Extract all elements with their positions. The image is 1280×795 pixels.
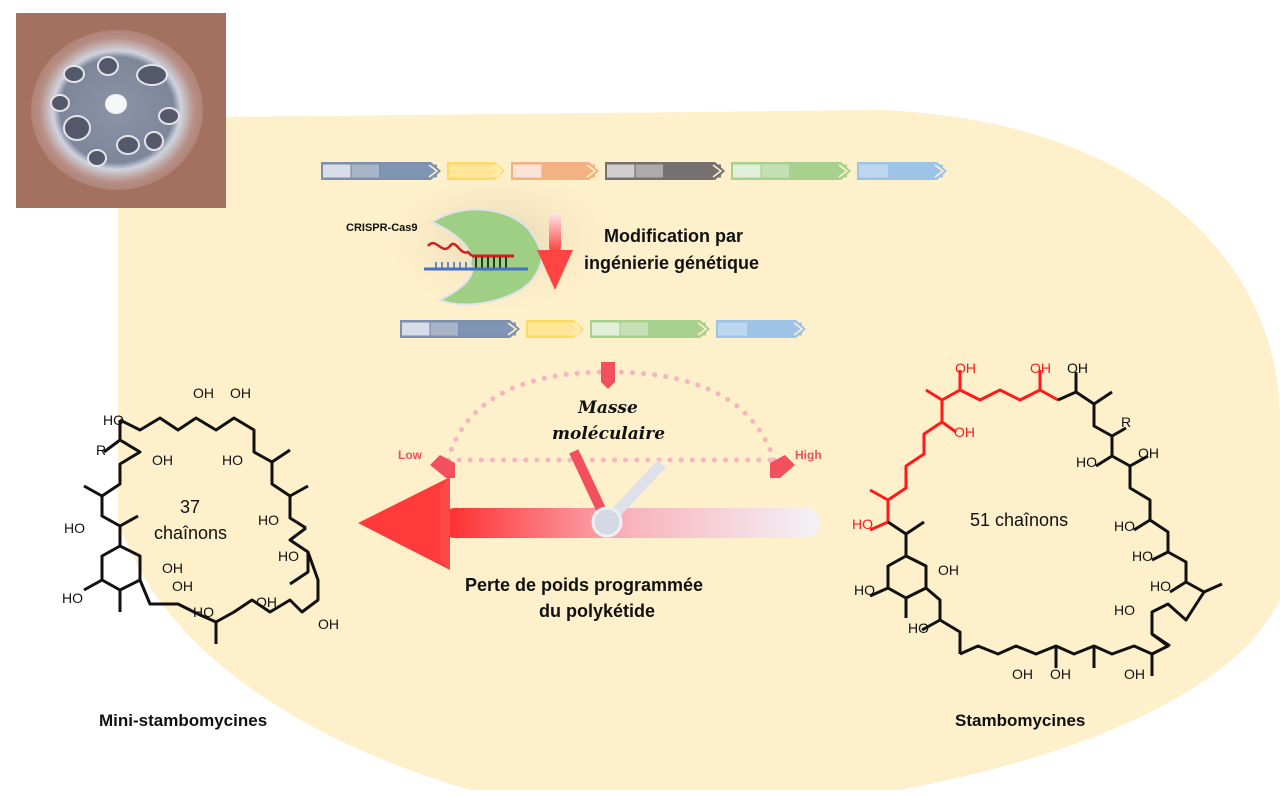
molecular-mass-gauge <box>430 362 795 478</box>
gene-segment <box>790 164 847 178</box>
mini-ring-size-line1: 37 <box>180 497 201 517</box>
gauge-title-line1: Masse <box>578 398 638 418</box>
gene-segment <box>733 164 761 178</box>
mini-ring-size-line2: chaînons <box>154 523 228 543</box>
gene-cluster-original <box>321 162 947 180</box>
mini-atom-label: HO <box>278 548 299 564</box>
mini-atom-label: OH <box>318 616 339 632</box>
gene-segment <box>430 322 459 336</box>
gene-segment <box>718 322 748 336</box>
mini-stambomycine-structure <box>83 416 320 644</box>
mini-atom-label: OH <box>152 452 173 468</box>
weight-loss-line1: Perte de poids programmée <box>465 575 704 595</box>
full-atom-label: HO <box>1132 548 1153 564</box>
full-red-atom-label: OH <box>955 360 976 376</box>
mini-atom-label: OH <box>256 594 277 610</box>
gene-segment <box>449 164 501 178</box>
gene-segment <box>592 322 620 336</box>
modification-line2: ingénierie génétique <box>584 253 760 273</box>
crispr-label: CRISPR-Cas9 <box>346 222 418 234</box>
gene-segment <box>380 164 437 178</box>
gene-arrow-light-blue <box>857 162 947 180</box>
full-atom-label: OH <box>1050 666 1071 682</box>
dna-strand-icon <box>424 262 528 271</box>
full-atom-label: OH <box>1012 666 1033 682</box>
gene-segment <box>748 322 802 336</box>
full-atom-label: HO <box>854 582 875 598</box>
gene-arrow-blue-gray <box>400 320 520 338</box>
full-atom-label: HO <box>908 620 929 636</box>
gene-segment <box>664 164 721 178</box>
mini-atom-label: HO <box>62 590 83 606</box>
mini-atom-label: R <box>96 442 107 458</box>
gauge-low-label: Low <box>398 448 422 462</box>
mini-atom-label: HO <box>222 452 243 468</box>
gene-segment <box>402 322 430 336</box>
gene-segment <box>607 164 635 178</box>
gene-segment <box>859 164 889 178</box>
gauge-high-label: High <box>795 448 822 462</box>
gauge-top-marker <box>601 362 615 389</box>
gene-segment <box>635 164 664 178</box>
gene-arrow-green <box>590 320 710 338</box>
gene-arrow-yellow <box>526 320 584 338</box>
gene-segment <box>528 322 580 336</box>
gene-arrow-blue-gray <box>321 162 441 180</box>
full-atom-label: OH <box>1067 360 1088 376</box>
mini-atom-label: OH <box>172 578 193 594</box>
mini-atom-label: HO <box>103 412 124 428</box>
full-red-atom-label: OH <box>954 424 975 440</box>
full-red-atom-label: OH <box>1030 360 1051 376</box>
micrograph-photo <box>16 13 226 208</box>
gauge-pivot <box>591 506 623 538</box>
mini-atom-label: OH <box>193 385 214 401</box>
gene-segment <box>761 164 790 178</box>
gene-segment <box>889 164 943 178</box>
gene-segment <box>513 164 542 178</box>
stambomycines-title: Stambomycines <box>955 711 1086 730</box>
full-atom-label: OH <box>1138 445 1159 461</box>
stambomycine-structure <box>869 370 1223 676</box>
gene-segment <box>542 164 595 178</box>
down-arrow-icon <box>537 213 573 290</box>
gene-segment <box>459 322 516 336</box>
mini-stambomycines-title: Mini-stambomycines <box>99 711 268 730</box>
gene-segment <box>649 322 706 336</box>
gene-segment <box>323 164 351 178</box>
full-atom-label: HO <box>1076 454 1097 470</box>
full-atom-label: HO <box>1114 602 1135 618</box>
mini-atom-label: HO <box>64 520 85 536</box>
gauge-title-line2: moléculaire <box>552 424 666 444</box>
full-atom-label: OH <box>1124 666 1145 682</box>
mini-atom-label: OH <box>230 385 251 401</box>
mini-atom-label: HO <box>193 604 214 620</box>
full-atom-label: OH <box>938 562 959 578</box>
modification-line1: Modification par <box>604 226 743 246</box>
gene-segment <box>620 322 649 336</box>
gene-arrow-green <box>731 162 851 180</box>
full-ring-size: 51 chaînons <box>970 510 1069 530</box>
mini-atom-label: OH <box>162 560 183 576</box>
gene-cluster-modified <box>400 320 806 338</box>
full-atom-label: HO <box>1114 518 1135 534</box>
full-atom-label: R <box>1121 414 1132 430</box>
background-blob <box>118 110 1280 790</box>
gene-segment <box>351 164 380 178</box>
guide-rna-icon <box>427 241 514 268</box>
gene-arrow-light-blue <box>716 320 806 338</box>
full-red-atom-label: HO <box>852 516 873 532</box>
gauge-high-marker <box>770 455 795 478</box>
gene-arrow-yellow <box>447 162 505 180</box>
gene-arrow-dark-gray <box>605 162 725 180</box>
weight-loss-line2: du polykétide <box>539 601 656 621</box>
mini-atom-label: HO <box>258 512 279 528</box>
full-atom-label: HO <box>1150 578 1171 594</box>
weight-loss-arrow <box>358 477 820 570</box>
gene-arrow-orange <box>511 162 599 180</box>
gauge-low-marker <box>430 455 455 478</box>
